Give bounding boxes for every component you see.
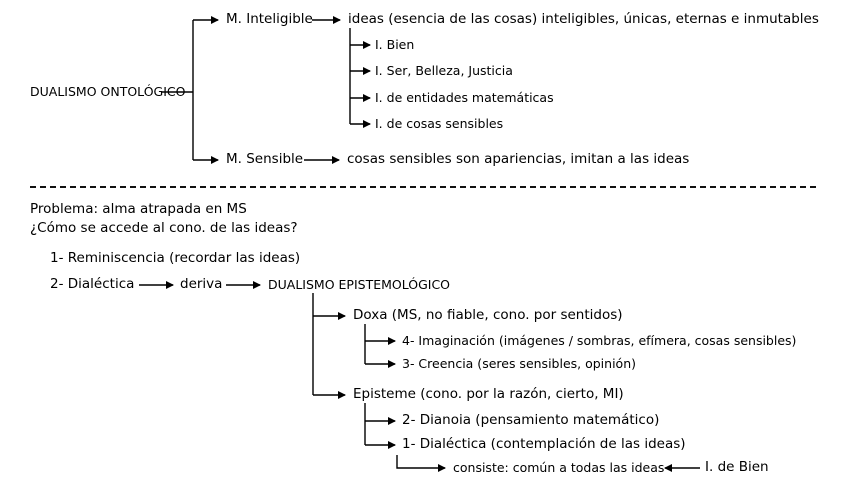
doxa-label: Doxa (MS, no fiable, cono. por sentidos) <box>353 307 623 323</box>
episteme-item-dianoia: 2- Dianoia (pensamiento matemático) <box>402 412 660 428</box>
sensible-things-description: cosas sensibles son apariencias, imitan … <box>347 151 690 167</box>
ideas-description: ideas (esencia de las cosas) inteligible… <box>348 11 819 27</box>
idea-item-being-beauty-justice: I. Ser, Belleza, Justicia <box>375 63 513 78</box>
doxa-item-belief: 3- Creencia (seres sensibles, opinión) <box>402 356 636 371</box>
dashed-divider <box>30 186 816 188</box>
episteme-label: Episteme (cono. por la razón, cierto, MI… <box>353 386 624 402</box>
problem-line-2: ¿Cómo se accede al cono. de las ideas? <box>30 220 298 236</box>
idea-item-good: I. Bien <box>375 37 415 52</box>
epistemological-dualism-label: DUALISMO EPISTEMOLÓGICO <box>268 277 451 292</box>
consists-description: consiste: común a todas las ideas <box>453 460 665 475</box>
method-reminiscence: 1- Reminiscencia (recordar las ideas) <box>50 250 301 266</box>
episteme-item-dialectic: 1- Dialéctica (contemplación de las idea… <box>402 436 686 452</box>
sensible-world-label: M. Sensible <box>226 151 304 167</box>
arrow-to-consists <box>396 455 446 472</box>
good-idea-label: I. de Bien <box>705 459 769 475</box>
problem-line-1: Problema: alma atrapada en MS <box>30 201 247 217</box>
method-dialectic: 2- Dialéctica <box>50 276 135 292</box>
intelligible-world-label: M. Inteligible <box>226 11 313 27</box>
idea-item-mathematical: I. de entidades matemáticas <box>375 90 554 105</box>
derives-label: deriva <box>180 276 223 292</box>
idea-item-sensible-things: I. de cosas sensibles <box>375 116 504 131</box>
ontological-dualism-label: DUALISMO ONTOLÓGICO <box>30 84 186 99</box>
doxa-item-imagination: 4- Imaginación (imágenes / sombras, efím… <box>402 333 797 348</box>
